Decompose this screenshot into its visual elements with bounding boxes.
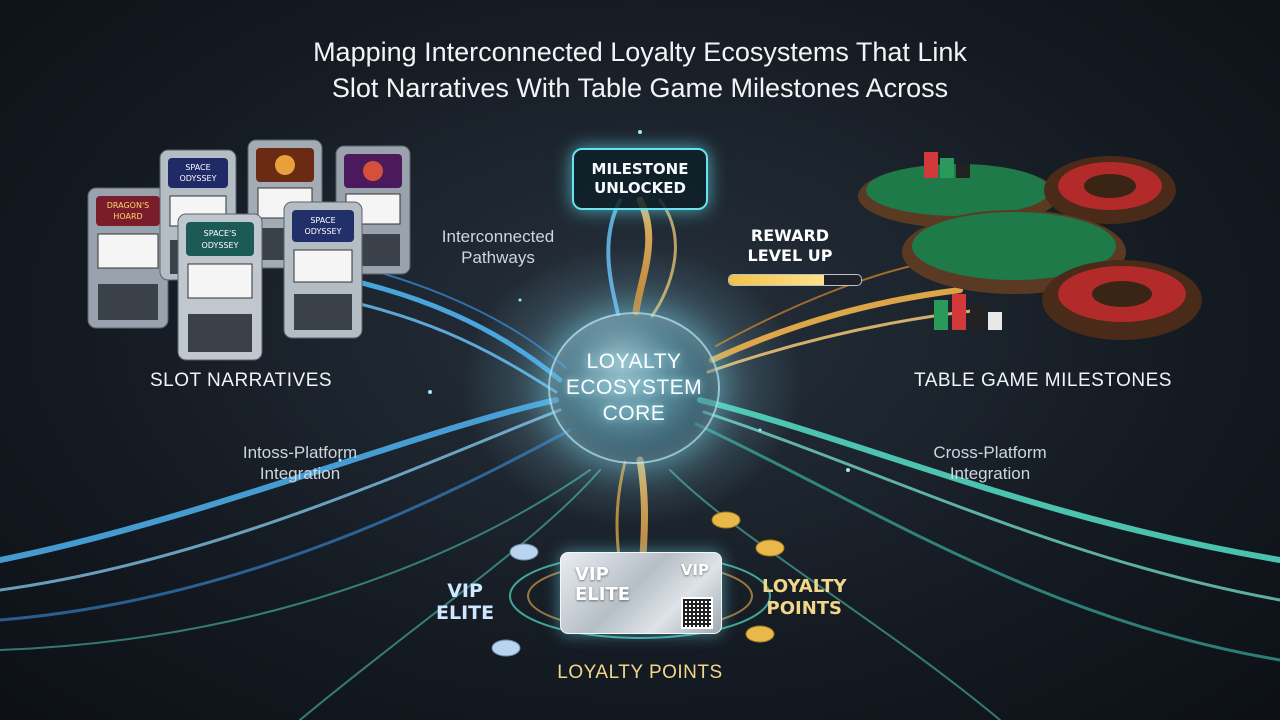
slot-machine: SPACE ODYSSEY xyxy=(283,201,363,339)
reward-progress-bar xyxy=(728,274,862,286)
slot-screen-text: ODYSSEY xyxy=(304,227,341,236)
loyalty-points-label-bottom: LOYALTY POINTS xyxy=(557,662,723,683)
title-line-1: Mapping Interconnected Loyalty Ecosystem… xyxy=(313,37,967,67)
gold-coins xyxy=(711,511,785,643)
slot-screen-text: SPACE'S xyxy=(204,229,237,238)
intoss-platform-label: Intoss-Platform Integration xyxy=(242,443,358,483)
loyalty-points-label-right: LOYALTY POINTS xyxy=(762,576,847,619)
table-game-milestones-caption: TABLE GAME MILESTONES xyxy=(914,370,1172,391)
reward-level-up-label: REWARD LEVEL UP xyxy=(747,226,833,265)
vip-card-corner-label: VIP xyxy=(680,561,709,579)
vip-elite-label: VIP ELITE xyxy=(436,580,495,624)
core-label: LOYALTY ECOSYSTEM CORE xyxy=(565,350,703,425)
table-games xyxy=(858,152,1202,340)
vip-card-title: VIP ELITE xyxy=(575,564,631,605)
slot-screen-text: SPACE xyxy=(185,163,210,172)
title-line-2: Slot Narratives With Table Game Mileston… xyxy=(331,73,949,103)
slot-machine: DRAGON'S HOARD xyxy=(87,187,169,329)
milestone-unlocked-badge: MILESTONE UNLOCKED xyxy=(572,148,708,210)
loyalty-ecosystem-core: LOYALTY ECOSYSTEM CORE xyxy=(548,312,720,464)
slot-screen-text: ODYSSEY xyxy=(179,174,216,183)
cross-platform-flow-lines xyxy=(299,397,1280,720)
slot-machines: DRAGON'S HOARD SPACE ODYSSEY xyxy=(87,139,411,361)
slot-screen-text: SPACE xyxy=(310,216,335,225)
slot-screen-text: HOARD xyxy=(113,212,142,221)
chip-stacks xyxy=(924,152,1002,330)
slot-narratives-caption: SLOT NARRATIVES xyxy=(150,370,333,391)
slot-flow-lines xyxy=(0,249,591,651)
vip-elite-card: VIP ELITE VIP xyxy=(560,552,722,634)
slot-screen-text: DRAGON'S xyxy=(107,201,149,210)
reward-progress-fill xyxy=(729,275,825,285)
slot-screen-text: ODYSSEY xyxy=(201,241,238,250)
page-title: Mapping Interconnected Loyalty Ecosystem… xyxy=(140,34,1140,106)
qr-code-icon xyxy=(681,597,713,629)
silver-coins xyxy=(491,543,539,657)
cross-platform-label: Cross-Platform Integration xyxy=(933,443,1047,483)
slot-machine: SPACE'S ODYSSEY xyxy=(177,213,263,361)
sparkles xyxy=(338,130,850,472)
interconnected-pathways-label: Interconnected Pathways xyxy=(441,227,555,267)
milestone-badge-label: MILESTONE UNLOCKED xyxy=(591,160,689,197)
